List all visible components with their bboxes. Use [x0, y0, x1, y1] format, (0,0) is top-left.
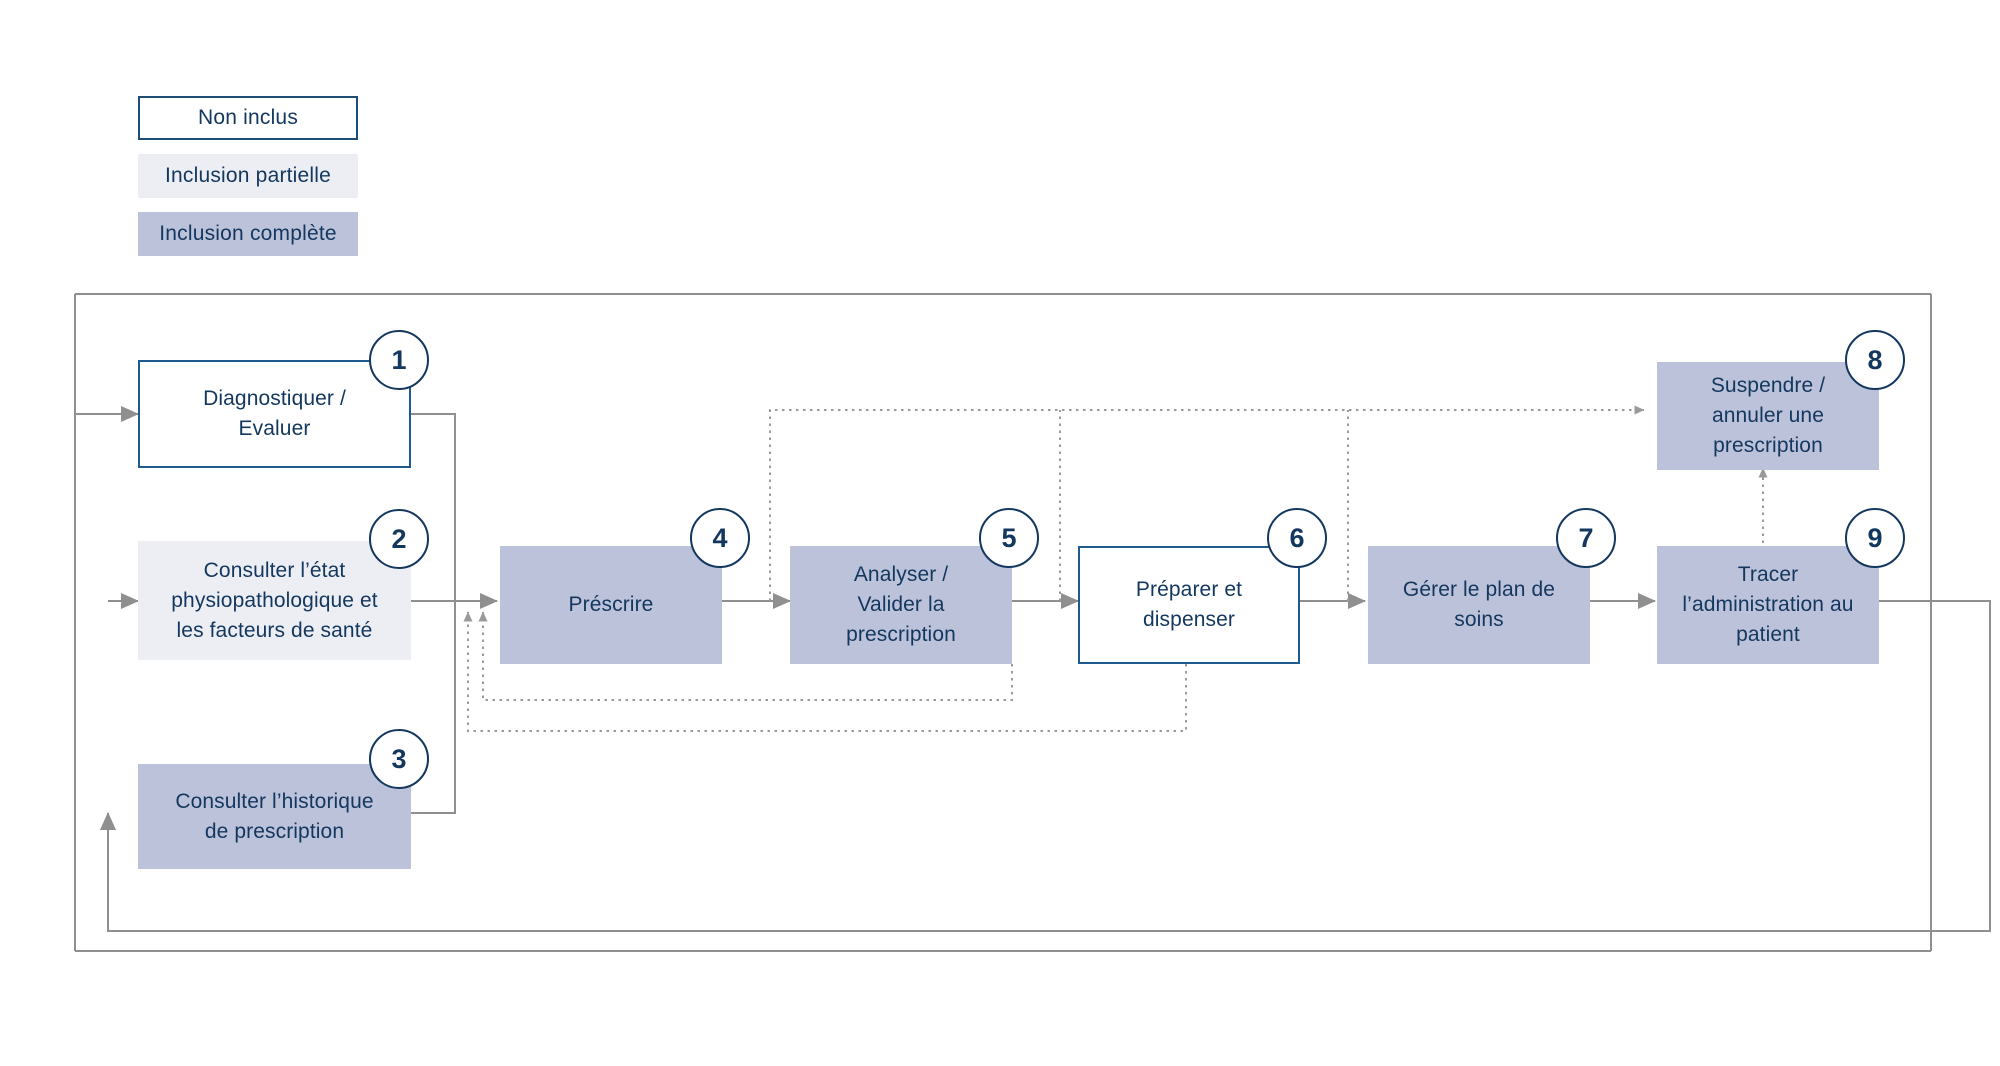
node-3-number: 3: [391, 743, 407, 774]
node-8-number: 8: [1867, 344, 1883, 375]
node-1-label: Diagnostiquer /Evaluer: [203, 387, 346, 440]
legend-item-non-inclus: Non inclus: [138, 96, 358, 140]
node-9-number: 9: [1867, 522, 1883, 553]
legend: Non inclus Inclusion partielle Inclusion…: [138, 96, 358, 270]
node-5-number: 5: [1001, 522, 1017, 553]
node-1-diagnostiquer-evaluer[interactable]: Diagnostiquer /Evaluer: [138, 360, 411, 468]
node-4-prescrire[interactable]: Préscrire: [500, 546, 722, 664]
node-7-number: 7: [1578, 522, 1594, 553]
node-4-label: Préscrire: [568, 593, 654, 616]
node-2-number: 2: [391, 523, 407, 554]
legend-item-inclusion-complete: Inclusion complète: [138, 212, 358, 256]
node-4-number-badge: 4: [690, 508, 750, 568]
legend-label-inclusion-partielle: Inclusion partielle: [164, 164, 332, 187]
node-3-number-badge: 3: [369, 729, 429, 789]
node-1-number: 1: [391, 344, 407, 375]
node-5-number-badge: 5: [979, 508, 1039, 568]
node-6-number: 6: [1289, 522, 1305, 553]
legend-label-non-inclus: Non inclus: [197, 106, 299, 129]
node-9-number-badge: 9: [1845, 508, 1905, 568]
legend-label-inclusion-complete: Inclusion complète: [159, 222, 337, 245]
legend-item-inclusion-partielle: Inclusion partielle: [138, 154, 358, 198]
node-8-number-badge: 8: [1845, 330, 1905, 390]
node-7-number-badge: 7: [1556, 508, 1616, 568]
node-2-number-badge: 2: [369, 509, 429, 569]
node-4-number: 4: [712, 522, 728, 553]
node-1-number-badge: 1: [369, 330, 429, 390]
node-6-number-badge: 6: [1267, 508, 1327, 568]
